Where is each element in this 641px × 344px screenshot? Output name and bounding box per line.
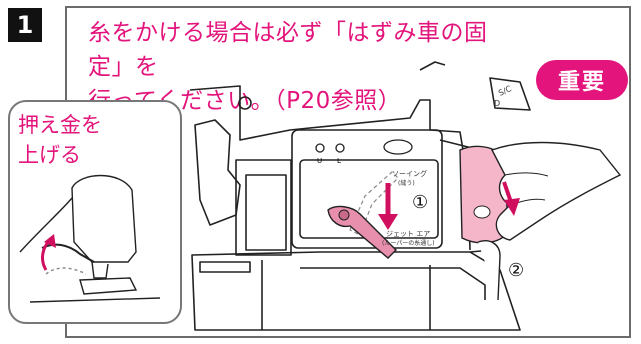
front-panel: [291, 129, 443, 249]
lever-arrow-head: [378, 214, 398, 230]
instruction-title: 糸をかける場合は必ず「はずみ車の固定」を 行ってください。（P20参照）: [88, 16, 508, 118]
indicator-l-dot: [335, 143, 345, 153]
inset-caption-line-2: 上げる: [18, 143, 81, 167]
thread-stand: [419, 61, 446, 71]
inset-caption-line-1: 押え金を: [18, 113, 102, 137]
lever-air-sub: (ルーパーの糸通し): [382, 239, 435, 247]
lever-sewing-sub: (縫う): [398, 179, 415, 187]
inset-bed-line: [29, 297, 161, 303]
presser-arrow-head: [44, 234, 56, 248]
presser-lever-previous: [45, 267, 87, 275]
indicator-lamp: [383, 139, 413, 155]
handwheel-arrow-head: [504, 198, 520, 216]
dial-mark-d: D: [494, 99, 500, 108]
callout-2: ②: [508, 260, 524, 281]
lever-knob: [338, 209, 350, 221]
indicator-u-label: U: [317, 157, 322, 165]
side-panel-inner: [245, 174, 287, 251]
indicator-u-dot: [315, 143, 325, 153]
machine-upper-outline: [189, 85, 471, 251]
handwheel-grip: [473, 205, 491, 219]
indicator-l-label: L: [337, 157, 341, 165]
machine-bed: [191, 251, 521, 331]
hand-lower: [477, 240, 501, 301]
presser-foot-inset: [8, 100, 182, 324]
callout-1: ①: [412, 192, 428, 213]
presser-foot-plate: [79, 277, 138, 295]
dial-housing: [489, 77, 531, 111]
bed-rail: [300, 267, 486, 300]
lever-previous-position: [349, 171, 399, 236]
lever-air-label: ジェット エア: [386, 230, 430, 238]
presser-foot-shank: [91, 261, 109, 279]
title-line-1: 糸をかける場合は必ず「はずみ車の固定」を: [88, 20, 488, 80]
bed-slot: [199, 261, 251, 273]
presser-foot-housing: [71, 174, 137, 263]
knob-top: [238, 96, 252, 110]
dial-mark-sc: S/C: [497, 84, 513, 98]
inset-arm: [19, 197, 73, 253]
side-panel: [235, 159, 292, 256]
step-number: 1: [8, 8, 42, 42]
thread-guide-area: [194, 119, 241, 226]
important-badge: 重要: [536, 60, 628, 100]
bed-edges: [261, 260, 431, 330]
presser-foot-illustration: [19, 174, 161, 303]
hand-illustration: [491, 141, 622, 241]
lever-sewing-label: ソーイング: [392, 169, 427, 178]
inset-caption: 押え金を 上げる: [18, 110, 102, 170]
